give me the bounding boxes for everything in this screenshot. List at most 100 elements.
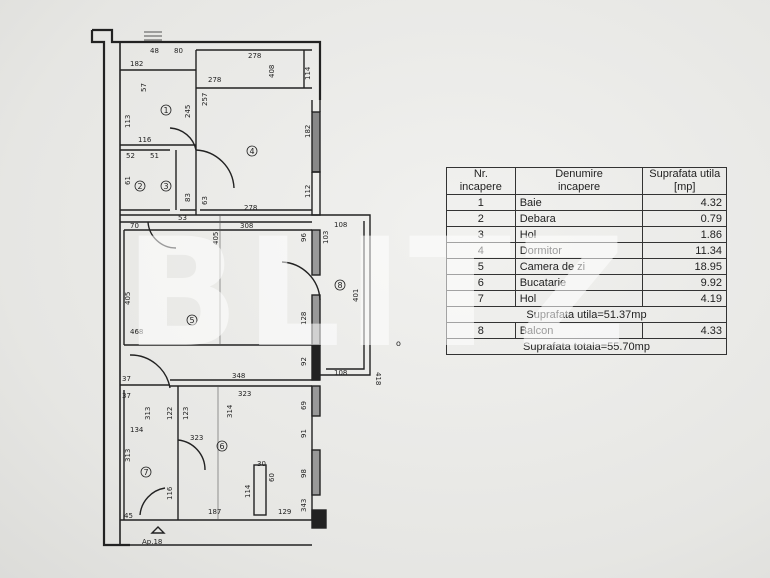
- dimension-label: 182: [304, 125, 312, 138]
- room-name: Dormitor: [514, 242, 644, 259]
- dimension-label: 323: [238, 390, 251, 398]
- room-area: 9.92: [642, 274, 727, 291]
- room-name: Camera de zi: [514, 258, 644, 275]
- bedroom-walls: [195, 49, 320, 216]
- dimension-label: 343: [300, 499, 308, 512]
- header-text: [mp]: [674, 181, 696, 193]
- kitchen-walls: [170, 379, 320, 521]
- room-number: 7: [143, 468, 148, 477]
- dimension-label: 468: [130, 328, 143, 336]
- dimension-label: 116: [166, 486, 174, 500]
- room-name: Debara: [514, 210, 644, 227]
- room-area-table: Nr. incapere Denumire incapere Suprafata…: [446, 167, 727, 355]
- dimension-label: 418: [374, 372, 382, 385]
- room-name: Baie: [514, 194, 644, 211]
- room-name: Balcon: [514, 322, 644, 339]
- room-number: 6: [219, 442, 224, 451]
- dimension-label: 314: [226, 404, 234, 418]
- dimension-label: 103: [322, 231, 330, 244]
- room-area: 18.95: [642, 258, 727, 275]
- dimension-label: 96: [300, 233, 308, 242]
- header-text: incapere: [459, 181, 502, 193]
- header-nr: Nr. incapere: [446, 167, 516, 195]
- room-nr: 8: [446, 322, 516, 339]
- dimension-label: 37: [122, 375, 131, 383]
- dimension-label: 30: [257, 460, 266, 468]
- dimension-label: 108: [334, 221, 347, 229]
- living-walls: [120, 221, 312, 346]
- room-number: 8: [337, 281, 342, 290]
- header-text: Suprafata utila: [649, 168, 721, 180]
- dimension-label: 52: [126, 152, 135, 160]
- table-header-row: Nr. incapere Denumire incapere Suprafata…: [446, 167, 727, 195]
- bath-walls: [120, 69, 196, 151]
- dimension-label: 257: [201, 93, 209, 106]
- room-number: 2: [137, 182, 142, 191]
- room-area: 4.32: [642, 194, 727, 211]
- room-name: Bucatarie: [514, 274, 644, 291]
- dimension-label: 57: [140, 83, 148, 92]
- dimension-label: 108: [334, 369, 347, 377]
- dimension-label: 408: [268, 65, 276, 78]
- dimension-label: 182: [130, 60, 143, 68]
- outer-wall: [92, 28, 322, 100]
- dimension-label: 114: [244, 484, 252, 498]
- dimension-label: 122: [166, 407, 174, 420]
- dimension-label: 61: [124, 176, 132, 185]
- dimension-label: 48: [150, 47, 159, 55]
- room-number: 4: [249, 147, 254, 156]
- dimension-label: 91: [300, 429, 308, 438]
- window: [311, 111, 321, 173]
- room-area: 11.34: [642, 242, 727, 259]
- dimension-label: 348: [232, 372, 245, 380]
- room-number: 5: [189, 316, 194, 325]
- room-nr: 1: [446, 194, 516, 211]
- dimension-label: 308: [240, 222, 253, 230]
- room-area: 0.79: [642, 210, 727, 227]
- svg-text:o: o: [396, 339, 401, 348]
- outer-wall-left: [90, 30, 130, 547]
- dimension-label: 323: [190, 434, 203, 442]
- apartment-label: Ap.18: [142, 538, 162, 546]
- room-name: Hol: [514, 226, 644, 243]
- grand-total: Suprafata totala=55.70mp: [446, 338, 727, 355]
- dimension-label: 53: [178, 214, 187, 222]
- dimension-label: 405: [212, 232, 220, 245]
- dimension-label: 245: [184, 105, 192, 118]
- room-number: 1: [163, 106, 168, 115]
- useful-total: Suprafata utila=51.37mp: [446, 306, 727, 323]
- room-area: 4.33: [642, 322, 727, 339]
- header-text: Denumire: [555, 168, 603, 180]
- dimension-label: 112: [304, 185, 312, 198]
- dimension-label: 83: [184, 193, 192, 202]
- dimension-label: 187: [208, 508, 221, 516]
- right-wall: [311, 100, 321, 112]
- grand-total-row: Suprafata totala=55.70mp: [446, 338, 727, 355]
- dimension-label: 92: [300, 357, 308, 366]
- dimension-label: 113: [124, 115, 132, 128]
- room-nr: 4: [446, 242, 516, 259]
- room-nr: 7: [446, 290, 516, 307]
- dimension-label: 313: [144, 407, 152, 420]
- dimension-label: 278: [244, 204, 257, 212]
- room-nr: 2: [446, 210, 516, 227]
- dimension-label: 401: [352, 289, 360, 302]
- room-number: 3: [163, 182, 168, 191]
- dimension-label: 70: [130, 222, 139, 230]
- dimension-label: 278: [248, 52, 261, 60]
- dimension-label: 80: [174, 47, 183, 55]
- room-nr: 3: [446, 226, 516, 243]
- dimension-label: 51: [150, 152, 159, 160]
- dimension-label: 134: [130, 426, 144, 434]
- useful-total-row: Suprafata utila=51.37mp: [446, 306, 727, 323]
- room-area: 4.19: [642, 290, 727, 307]
- dimension-label: 128: [300, 312, 308, 325]
- door-arc: [169, 127, 197, 151]
